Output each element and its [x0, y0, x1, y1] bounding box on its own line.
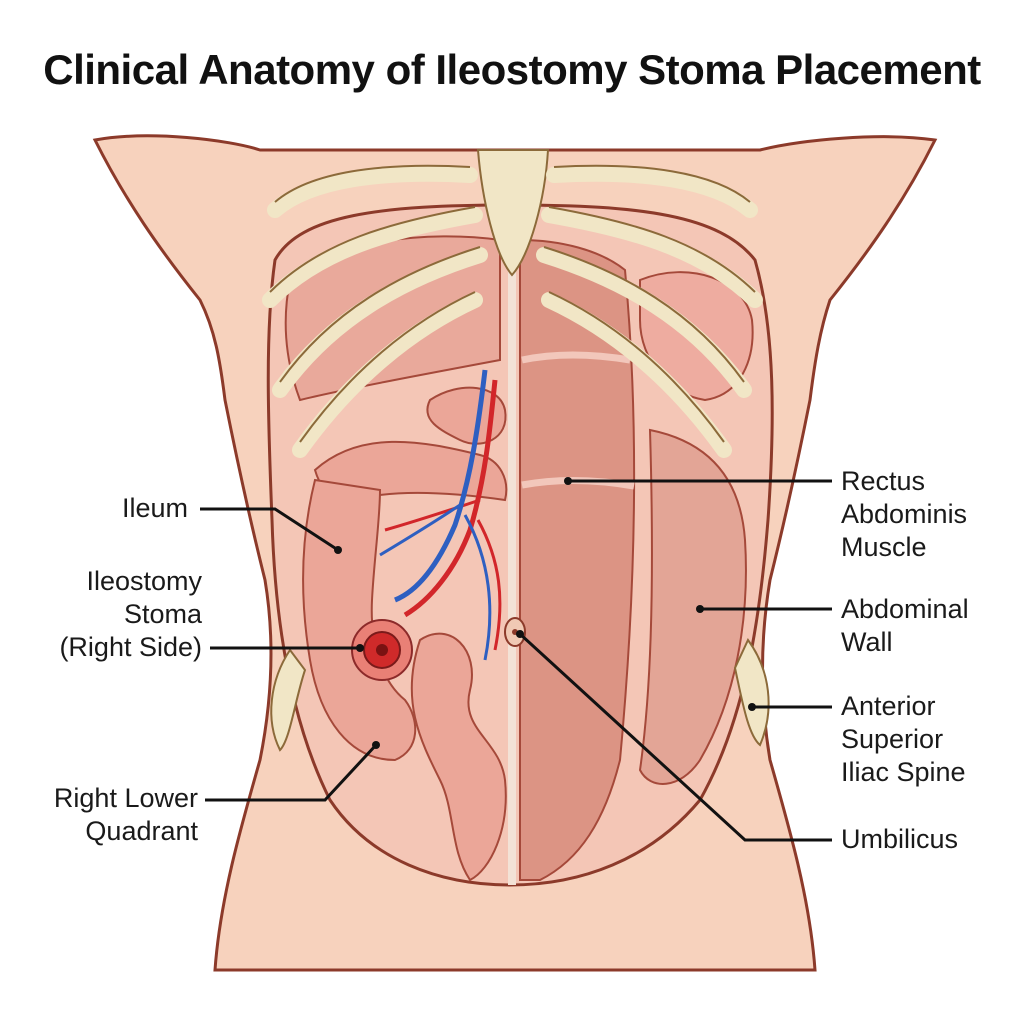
label-rectus-abdominis: Rectus Abdominis Muscle — [841, 466, 968, 562]
label-ileum: Ileum — [121, 493, 188, 523]
iliac-crest-left — [270, 648, 307, 752]
label-abdominal-wall: Abdominal Wall — [841, 594, 969, 657]
vein — [393, 369, 488, 603]
diagram-title: Clinical Anatomy of Ileostomy Stoma Plac… — [43, 46, 981, 93]
leader-ileum — [200, 507, 339, 552]
leader-umbilicus — [518, 632, 832, 842]
vein-branch — [379, 503, 492, 661]
artery — [403, 379, 498, 618]
rectus-abdominis — [519, 238, 636, 881]
label-anterior-superior-iliac-spine: Anterior Superior Iliac Spine — [841, 691, 966, 787]
duodenum — [426, 386, 507, 445]
label-right-lower-quadrant: Right Lower Quadrant — [53, 783, 198, 846]
ribs-left — [262, 165, 488, 458]
ribs-right — [536, 165, 763, 458]
artery-branch — [384, 498, 502, 651]
label-stoma: Ileostomy Stoma (Right Side) — [59, 566, 202, 662]
ileum-loop — [302, 478, 417, 762]
leader-rlq — [205, 743, 378, 802]
label-umbilicus: Umbilicus — [841, 824, 959, 854]
stoma-lumen — [376, 644, 388, 656]
abdominal-wall-muscle — [638, 428, 747, 785]
iliac-crest-right — [733, 638, 770, 747]
sternum — [476, 149, 550, 277]
rectus-intersection-1 — [521, 351, 631, 364]
small-intestine — [410, 632, 507, 882]
